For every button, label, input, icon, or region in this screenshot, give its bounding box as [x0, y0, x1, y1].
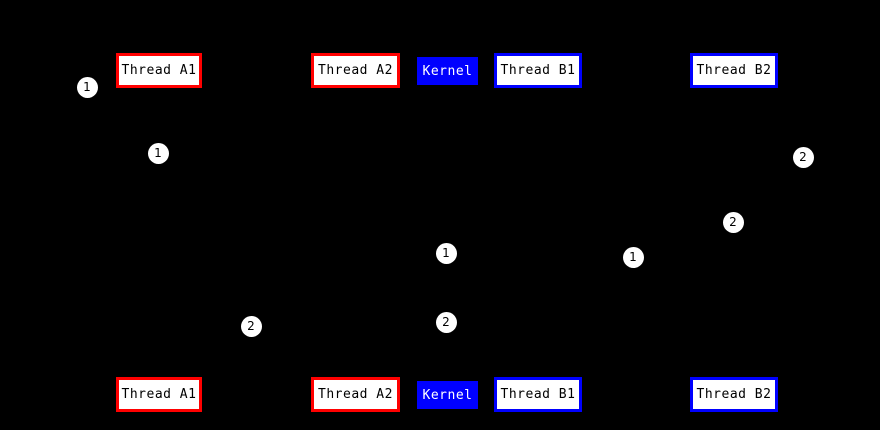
badge-2-b: 2 [722, 211, 744, 233]
participant-thread-b1-top[interactable]: Thread B1 [494, 53, 582, 88]
participant-label: Kernel [422, 63, 473, 79]
participant-thread-b2-top[interactable]: Thread B2 [690, 53, 778, 88]
badge-2-c: 2 [240, 315, 262, 337]
msg-kernel-to-b1 [446, 253, 538, 258]
step-number: 2 [442, 315, 450, 329]
step-number: 2 [799, 150, 807, 164]
badge-2-a: 2 [792, 146, 814, 168]
badge-1-a: 1 [76, 76, 98, 98]
participant-thread-a2-top[interactable]: Thread A2 [311, 53, 400, 88]
msg-b2-to-kernel [446, 221, 734, 322]
step-number: 1 [83, 80, 91, 94]
badge-1-d: 1 [622, 246, 644, 268]
participant-label: Thread A1 [121, 387, 197, 402]
badge-1-c: 1 [435, 242, 457, 264]
participant-label: Kernel [422, 387, 473, 403]
participant-label: Thread B2 [696, 387, 772, 402]
lifeline-thread-a1 [159, 88, 160, 377]
participant-thread-a2-bottom[interactable]: Thread A2 [311, 377, 400, 412]
badge-2-d: 2 [435, 311, 457, 333]
lifeline-thread-a2 [355, 88, 356, 377]
participant-label: Thread B2 [696, 63, 772, 78]
step-number: 1 [154, 146, 162, 160]
participant-label: Thread B1 [500, 63, 576, 78]
msg-a1-to-kernel [158, 153, 447, 254]
participant-kernel-top[interactable]: Kernel [417, 57, 478, 85]
lifeline-kernel [447, 85, 448, 381]
lifeline-thread-b2 [734, 88, 735, 377]
participant-label: Thread A1 [121, 63, 197, 78]
step-number: 2 [729, 215, 737, 229]
participant-thread-a1-bottom[interactable]: Thread A1 [116, 377, 202, 412]
step-number: 1 [442, 246, 450, 260]
badge-1-b: 1 [147, 142, 169, 164]
step-number: 1 [629, 250, 637, 264]
msg-kernel-to-a2 [354, 321, 447, 326]
participant-label: Thread B1 [500, 387, 576, 402]
step-number: 2 [247, 319, 255, 333]
participant-kernel-bottom[interactable]: Kernel [417, 381, 478, 409]
participant-thread-b2-bottom[interactable]: Thread B2 [690, 377, 778, 412]
lifeline-thread-b1 [538, 88, 539, 377]
participant-label: Thread A2 [318, 387, 393, 402]
participant-label: Thread A2 [318, 63, 393, 78]
participant-thread-a1-top[interactable]: Thread A1 [116, 53, 202, 88]
participant-thread-b1-bottom[interactable]: Thread B1 [494, 377, 582, 412]
